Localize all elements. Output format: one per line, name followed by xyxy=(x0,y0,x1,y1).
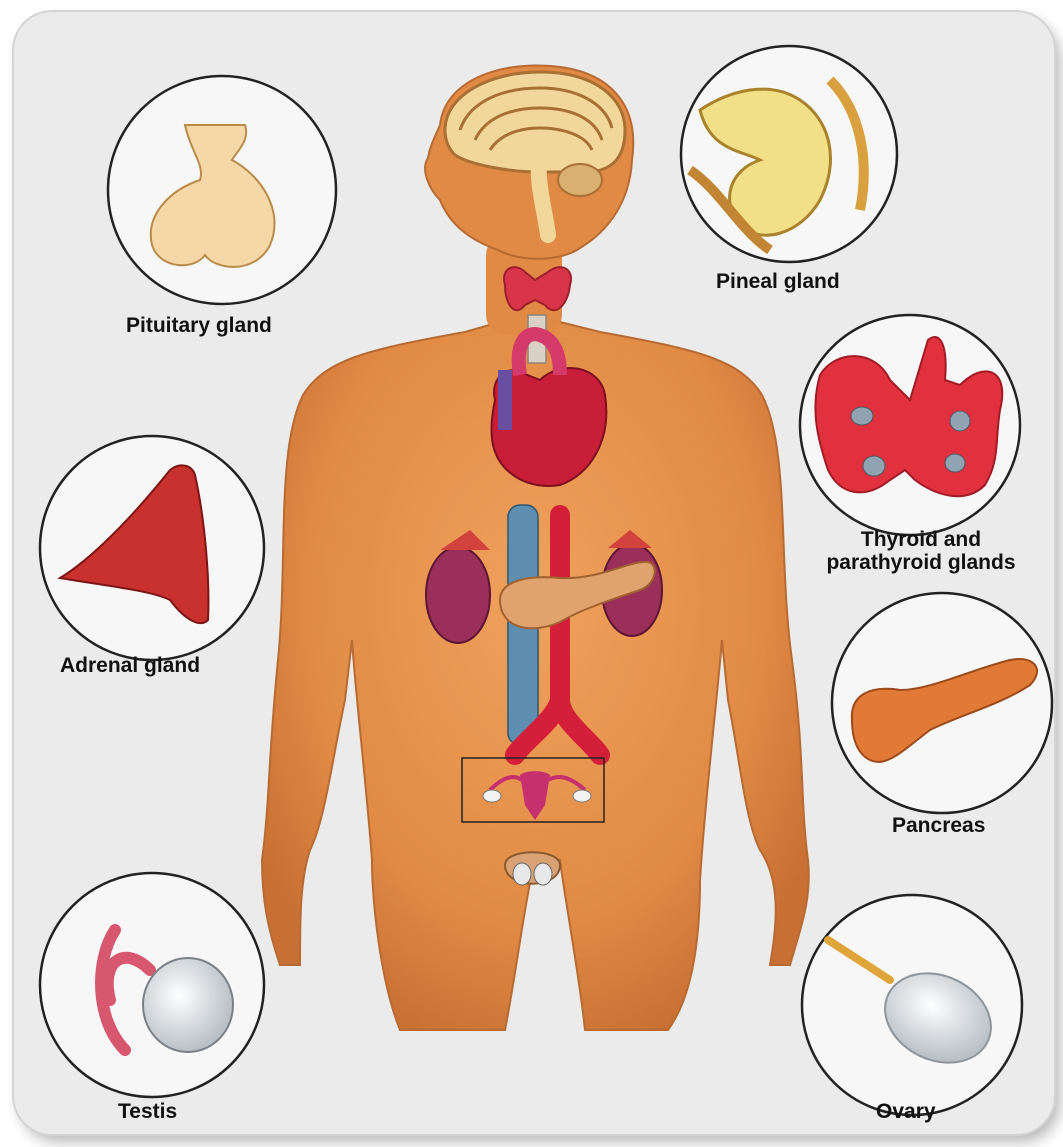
label-ovary: Ovary xyxy=(876,1100,936,1123)
label-thyroid-parathyroid: Thyroid and parathyroid glands xyxy=(796,528,1046,574)
pineal-inset xyxy=(681,46,897,262)
label-pituitary-gland: Pituitary gland xyxy=(126,314,272,337)
kidney-left xyxy=(426,547,490,643)
cerebellum xyxy=(558,164,602,196)
label-thyroid-line1: Thyroid and xyxy=(796,528,1046,551)
testis-illustration xyxy=(143,958,233,1052)
label-thyroid-line2: parathyroid glands xyxy=(796,551,1046,574)
testes-small xyxy=(505,852,560,884)
thyroid-inset xyxy=(800,315,1020,535)
label-adrenal-gland: Adrenal gland xyxy=(60,654,200,677)
brainstem xyxy=(539,150,548,235)
adrenal-inset xyxy=(40,436,264,660)
label-testis: Testis xyxy=(118,1100,177,1123)
label-pancreas: Pancreas xyxy=(892,814,985,837)
pituitary-inset xyxy=(108,76,336,304)
pancreas-inset xyxy=(832,593,1052,813)
testis-inset xyxy=(40,873,264,1097)
ovary-inset xyxy=(802,895,1022,1115)
label-pineal-gland: Pineal gland xyxy=(716,270,840,293)
